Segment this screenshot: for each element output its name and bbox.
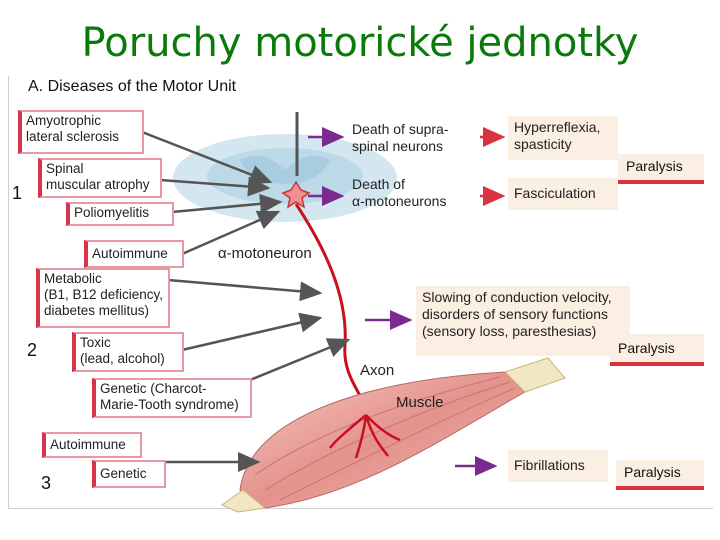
cause-toxic-line-1: Toxic [80, 335, 178, 351]
cause-metabolic: Metabolic (B1, B12 deficiency, diabetes … [36, 268, 170, 328]
mechanism-motoneurons-line-1: Death of [352, 176, 446, 193]
cause-toxic: Toxic (lead, alcohol) [72, 332, 184, 372]
muscle-fiber [222, 358, 565, 512]
section-number-2: 2 [27, 340, 37, 361]
cause-metabolic-line-3: diabetes mellitus) [44, 303, 164, 319]
cause-toxic-line-2: (lead, alcohol) [80, 351, 178, 367]
outcome-paralysis-1: Paralysis [618, 154, 704, 184]
outcome-paralysis-2: Paralysis [610, 334, 704, 366]
cause-polio: Poliomyelitis [66, 202, 174, 226]
cause-genetic-cmt-line-1: Genetic (Charcot- [100, 381, 246, 397]
section-number-3: 3 [41, 473, 51, 494]
symptom-arrows [480, 137, 503, 196]
symptom-hyperreflexia-line-2: spasticity [514, 136, 612, 153]
axon-line [296, 204, 366, 415]
cause-genetic-cmt: Genetic (Charcot- Marie-Tooth syndrome) [92, 378, 252, 418]
section-number-1: 1 [12, 183, 22, 204]
cause-sma-line-1: Spinal [46, 161, 156, 177]
mechanism-conduction-line-3: (sensory loss, paresthesias) [422, 323, 624, 340]
mechanism-supraspinal: Death of supra- spinal neurons [352, 121, 449, 155]
cause-sma: Spinal muscular atrophy [38, 158, 162, 198]
label-axon: Axon [360, 362, 394, 379]
mechanism-motoneurons-line-2: α-motoneurons [352, 193, 446, 210]
cause-autoimmune-muscle: Autoimmune [42, 432, 142, 458]
outcome-paralysis-3: Paralysis [616, 460, 704, 490]
mechanism-supraspinal-line-2: spinal neurons [352, 138, 449, 155]
cause-als-line-1: Amyotrophic [26, 113, 138, 129]
cause-als: Amyotrophic lateral sclerosis [18, 110, 144, 154]
cause-sma-line-2: muscular atrophy [46, 177, 156, 193]
cause-genetic-muscle: Genetic [92, 460, 166, 488]
cause-genetic-cmt-line-2: Marie-Tooth syndrome) [100, 397, 246, 413]
mechanism-conduction-line-1: Slowing of conduction velocity, [422, 289, 624, 306]
mechanism-conduction: Slowing of conduction velocity, disorder… [416, 286, 630, 356]
mechanism-motoneurons: Death of α-motoneurons [352, 176, 446, 210]
cause-metabolic-line-1: Metabolic [44, 271, 164, 287]
cause-als-line-2: lateral sclerosis [26, 129, 138, 145]
label-motoneuron: α-motoneuron [218, 245, 312, 262]
cause-autoimmune-neuron: Autoimmune [84, 240, 184, 268]
cause-metabolic-line-2: (B1, B12 deficiency, [44, 287, 164, 303]
symptom-hyperreflexia: Hyperreflexia, spasticity [508, 116, 618, 160]
symptom-hyperreflexia-line-1: Hyperreflexia, [514, 119, 612, 136]
symptom-fibrillations: Fibrillations [508, 450, 608, 482]
mechanism-supraspinal-line-1: Death of supra- [352, 121, 449, 138]
label-muscle: Muscle [396, 394, 444, 411]
symptom-fasciculation: Fasciculation [508, 178, 618, 210]
mechanism-conduction-line-2: disorders of sensory functions [422, 306, 624, 323]
